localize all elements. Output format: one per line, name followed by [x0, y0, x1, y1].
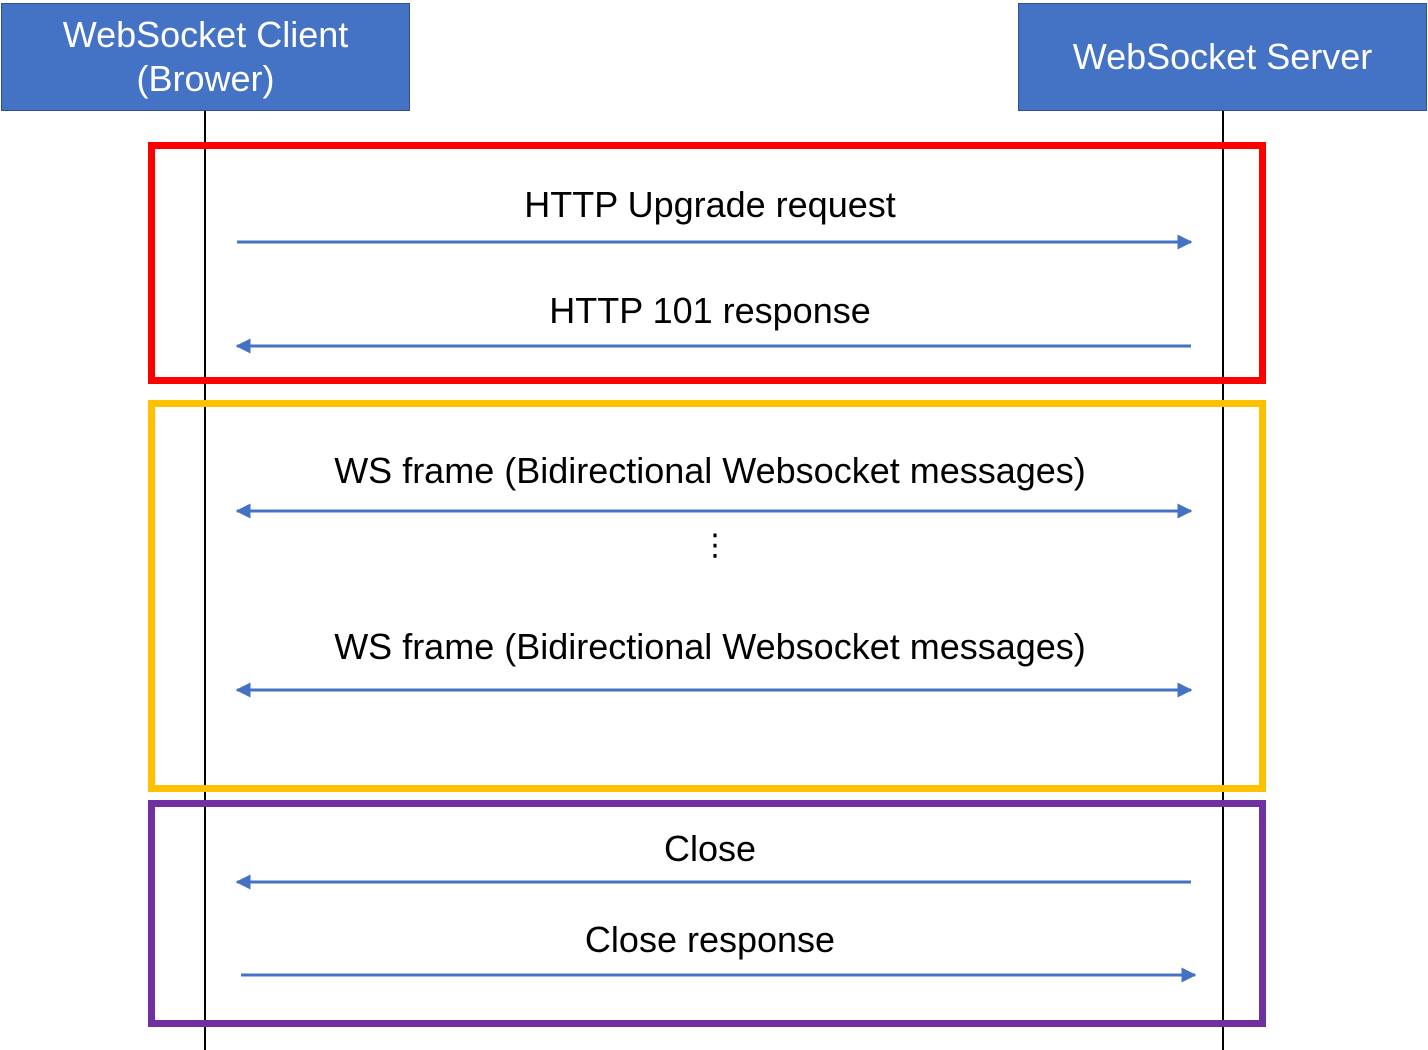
message-label-close: Close [663, 828, 757, 869]
data-transfer-phase-frame [148, 400, 1266, 792]
actor-websocket-server: WebSocket Server [1018, 3, 1427, 111]
actor-client-name: WebSocket Client [62, 14, 349, 55]
close-phase-frame [148, 800, 1266, 1027]
handshake-phase-frame [148, 142, 1266, 384]
server-lifeline [1222, 111, 1224, 1050]
actor-client-subtitle: (Brower) [136, 58, 275, 99]
actor-websocket-client: WebSocket Client (Brower) [1, 3, 410, 111]
actor-server-name: WebSocket Server [1072, 36, 1373, 77]
message-label-upgrade-request: HTTP Upgrade request [524, 184, 896, 225]
client-lifeline [204, 111, 206, 1050]
vertical-ellipsis: ⋮ [700, 529, 730, 562]
message-label-101-response: HTTP 101 response [549, 290, 871, 331]
message-label-ws-frame-2: WS frame (Bidirectional Websocket messag… [334, 626, 1086, 667]
message-label-ws-frame-1: WS frame (Bidirectional Websocket messag… [334, 450, 1086, 491]
message-label-close-response: Close response [584, 919, 836, 960]
